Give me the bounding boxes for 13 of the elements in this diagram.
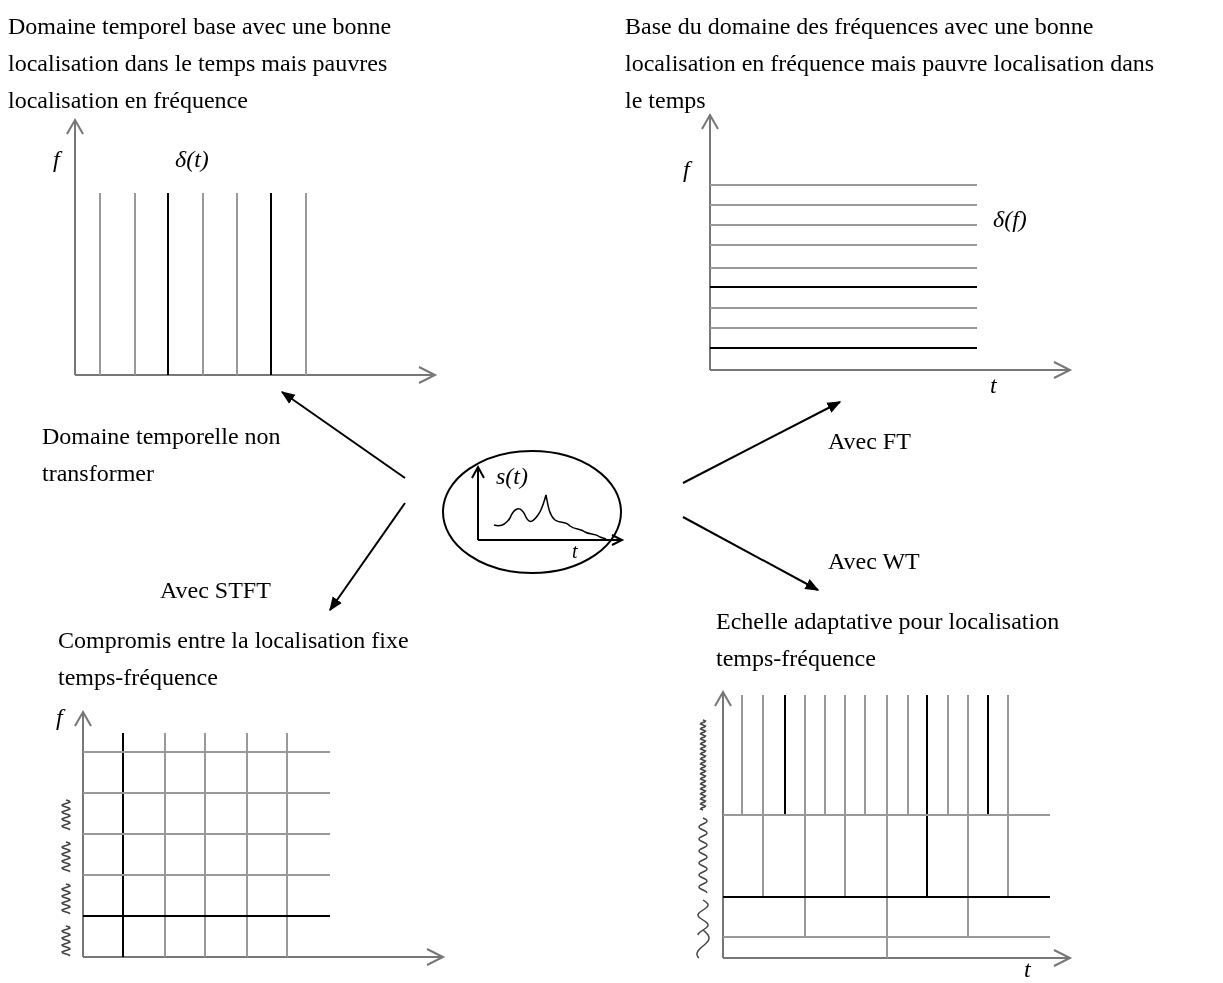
axis-label: t: [990, 372, 997, 398]
arrow: [280, 391, 406, 479]
arrow: [682, 401, 842, 484]
axis-label: δ(t): [175, 146, 209, 172]
axis-label: t: [572, 541, 578, 561]
panel-heading: Echelle adaptative pour localisation temps-fréquence: [716, 607, 1061, 673]
arrow: [682, 516, 820, 591]
panel-heading: Domaine temporel base avec une bonne localisation dans le temps mais pauvres localisation en fréquence: [8, 12, 393, 115]
axis-label: δ(f): [993, 206, 1027, 232]
panel-heading: Base du domaine des fréquences avec une bonne localisation en fréquence mais pauvre localisation dans le temps: [625, 12, 1156, 115]
arrow: [329, 502, 406, 612]
axis-label: t: [1024, 956, 1031, 982]
axis-label: s(t): [496, 463, 528, 489]
